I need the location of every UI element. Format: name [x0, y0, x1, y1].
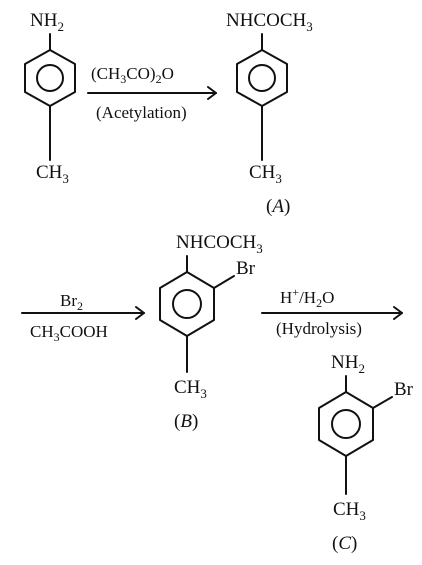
reagent-note-acetylation: (Acetylation) [96, 103, 187, 122]
reagent-acid-water: H+/H2O [280, 285, 334, 310]
methyl-group-label: CH3 [249, 162, 282, 186]
molecule-a: NHCOCH3 CH3 (A) [226, 10, 313, 217]
bromo-group-label: Br [394, 379, 414, 400]
methyl-group-label: CH3 [333, 499, 366, 523]
reagent-acetic-acid: CH3COOH [30, 322, 108, 344]
amino-group-label: NH2 [30, 10, 64, 34]
methyl-group-label: CH3 [174, 377, 207, 401]
arrow-bromination: Br2 CH3COOH [21, 291, 145, 344]
benzene-ring [236, 49, 288, 107]
molecule-b: NHCOCH3 Br CH3 (B) [159, 232, 263, 432]
aromatic-circle [36, 64, 64, 92]
aromatic-circle [331, 409, 361, 439]
amino-group-label: NH2 [331, 352, 365, 376]
reagent-note-hydrolysis: (Hydrolysis) [276, 319, 362, 338]
compound-label-c: (C) [332, 533, 357, 554]
methyl-group-label: CH3 [36, 162, 69, 186]
bromo-group-label: Br [236, 258, 256, 279]
molecule-c: NH2 Br CH3 (C) [318, 352, 414, 554]
aromatic-circle [248, 64, 276, 92]
benzene-ring [159, 271, 215, 337]
acetamido-group-label: NHCOCH3 [176, 232, 263, 256]
reagent-bromine: Br2 [60, 291, 83, 313]
reagent-acetic-anhydride: (CH3CO)2O [91, 64, 174, 86]
benzene-ring [318, 391, 374, 457]
compound-label-b: (B) [174, 411, 198, 432]
arrow-acetylation: (CH3CO)2O (Acetylation) [87, 64, 217, 122]
arrow-hydrolysis: H+/H2O (Hydrolysis) [261, 285, 403, 338]
compound-label-a: (A) [266, 196, 290, 217]
benzene-ring [24, 49, 76, 107]
molecule-p-toluidine: NH2 CH3 [24, 10, 76, 186]
acetamido-group-label: NHCOCH3 [226, 10, 313, 34]
aromatic-circle [172, 289, 202, 319]
